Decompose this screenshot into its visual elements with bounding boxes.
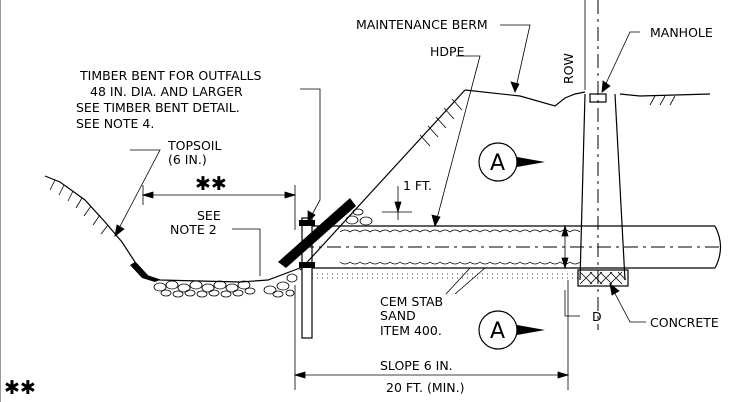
slope-label: SLOPE 6 IN. xyxy=(380,358,453,373)
topsoil-layer xyxy=(130,262,160,282)
riprap-stones xyxy=(153,273,298,298)
timber-bent-line-3: SEE TIMBER BENT DETAIL. xyxy=(76,100,240,115)
one-foot-label: 1 FT. xyxy=(403,178,432,193)
timber-bent-line-1: TIMBER BENT FOR OUTFALLS xyxy=(79,68,262,83)
right-embankment xyxy=(299,89,711,271)
cem-stab-line-3: ITEM 400. xyxy=(380,323,442,338)
row-centerline: ROW xyxy=(561,0,599,330)
see-note-2-line-2: NOTE 2 xyxy=(170,222,217,237)
cem-stab-line-1: CEM STAB xyxy=(380,294,443,309)
topsoil-label: TOPSOIL xyxy=(167,138,221,153)
manhole-structure xyxy=(577,93,629,287)
hdpe-pipe xyxy=(300,225,722,279)
length-label: 20 FT. (MIN.) xyxy=(386,380,465,395)
d-dimension-label: D xyxy=(592,309,602,324)
width-asterisks: ✱✱ xyxy=(195,173,227,195)
topsoil-thickness-label: (6 IN.) xyxy=(168,152,207,167)
manhole-label: MANHOLE xyxy=(650,25,713,40)
maintenance-berm-label: MAINTENANCE BERM xyxy=(356,17,488,32)
footnote-asterisks: ✱✱ xyxy=(4,377,36,399)
section-mark-lower-letter: A xyxy=(490,319,505,344)
timber-bent-line-2: 48 IN. DIA. AND LARGER xyxy=(90,84,243,99)
concrete-label: CONCRETE xyxy=(650,315,719,330)
timber-bent-line-4: SEE NOTE 4. xyxy=(76,116,154,131)
hdpe-label: HDPE xyxy=(430,44,465,59)
slope-protection xyxy=(278,198,356,268)
section-mark-upper-letter: A xyxy=(490,151,505,176)
leader-lines xyxy=(114,24,646,323)
cem-stab-line-2: SAND xyxy=(380,308,416,323)
dimension-lines xyxy=(141,185,580,390)
outlet-stones xyxy=(345,208,373,226)
section-mark-upper: A xyxy=(478,142,545,182)
row-label: ROW xyxy=(561,53,576,84)
section-mark-lower: A xyxy=(478,310,545,350)
see-note-2-line-1: SEE xyxy=(197,208,221,223)
